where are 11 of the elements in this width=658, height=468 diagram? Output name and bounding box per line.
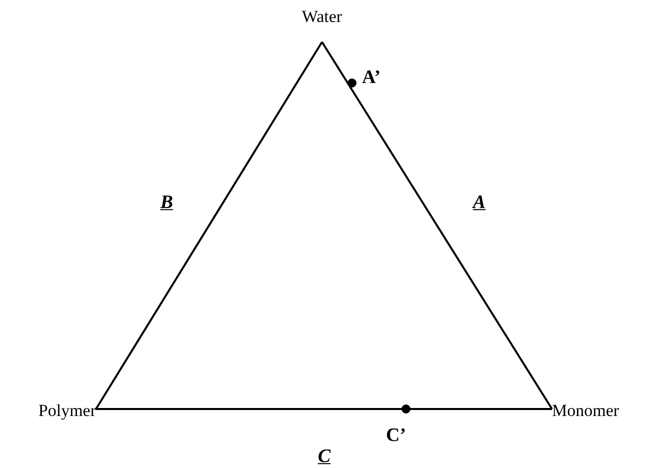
triangle-side <box>321 41 553 410</box>
point-label: C’ <box>386 424 406 448</box>
edge-label: B <box>160 190 174 215</box>
vertex-label: Polymer <box>38 400 96 422</box>
edge-label: A <box>472 190 486 215</box>
vertex-label: Monomer <box>552 400 620 422</box>
triangle-side <box>95 41 323 410</box>
point-label: A’ <box>362 66 381 90</box>
vertex-label: Water <box>302 6 342 28</box>
triangle-side <box>96 408 552 410</box>
edge-label: C <box>318 445 331 468</box>
